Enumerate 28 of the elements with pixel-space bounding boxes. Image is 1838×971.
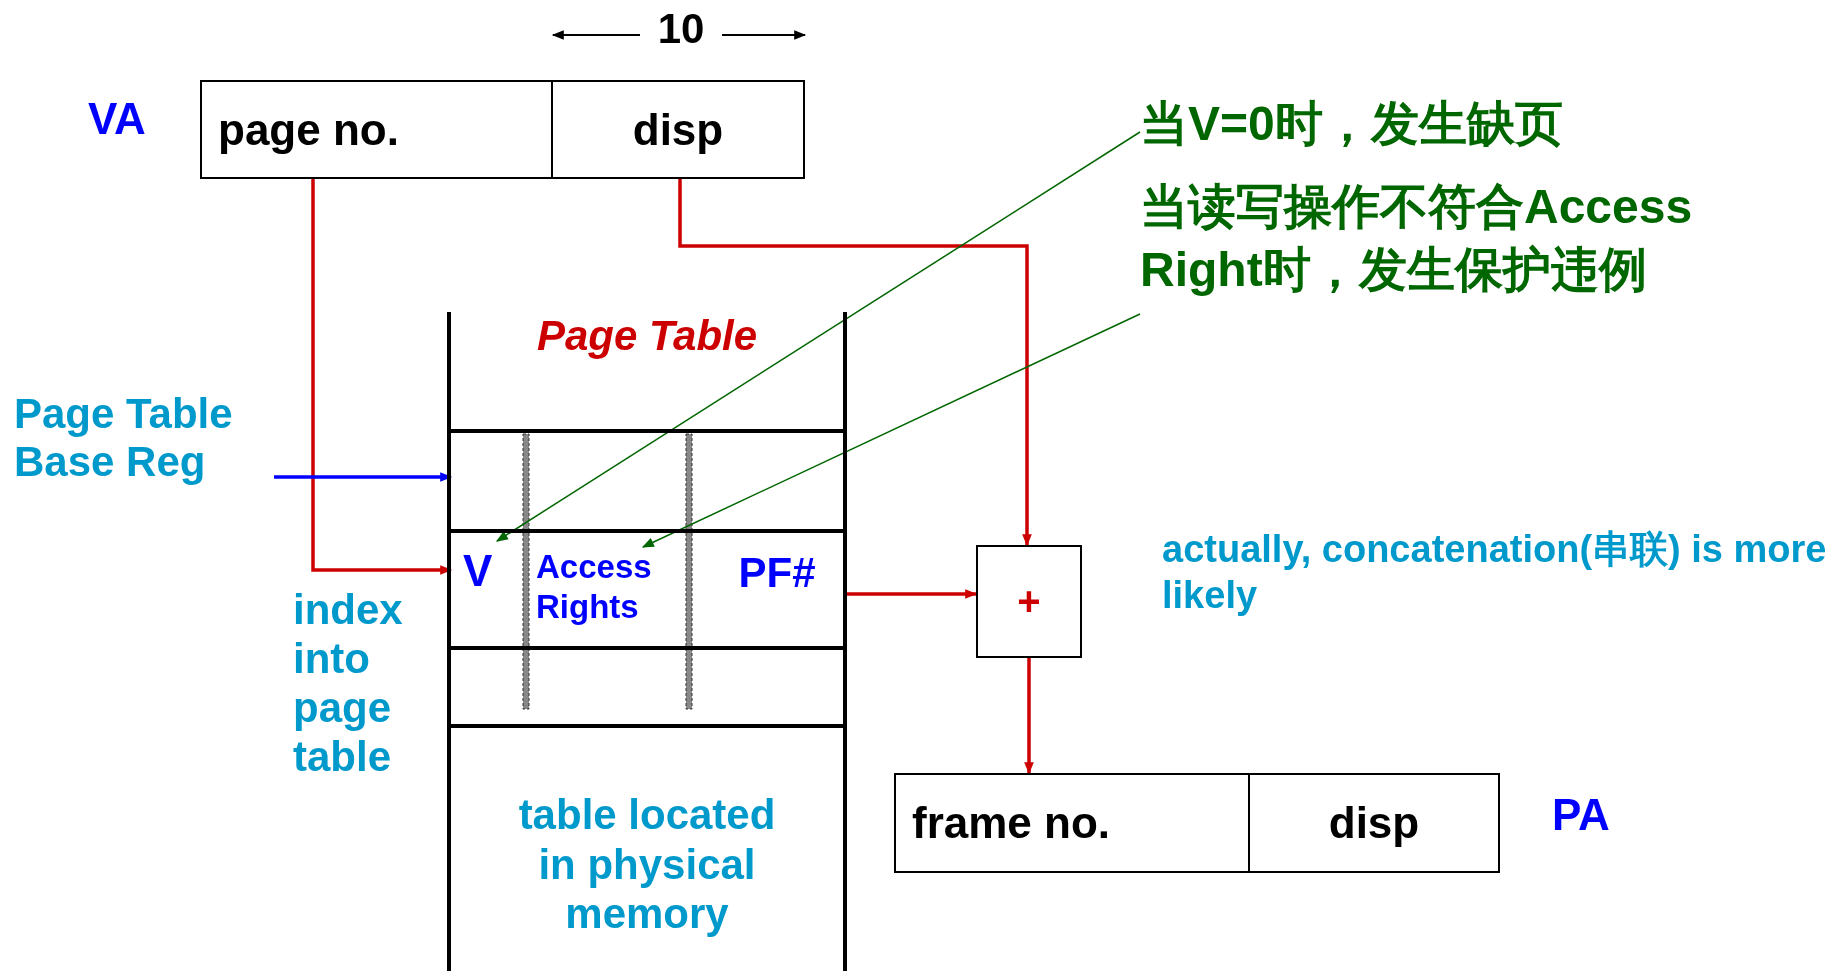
arrow: [678, 179, 1032, 547]
adder-box: [976, 545, 1082, 658]
access-rights-label: Access Rights: [536, 547, 696, 637]
field-label: page no.: [217, 103, 400, 156]
register-label: Page Table Base Reg: [14, 390, 274, 490]
page-table: [447, 312, 847, 971]
field-label: frame no.: [911, 797, 1112, 849]
register-name: VA: [88, 94, 147, 144]
register-field: [200, 80, 553, 179]
annotation-note: 当读写操作不符合Access Right时，发生保护违例: [1140, 175, 1800, 305]
register-field: [894, 773, 1250, 873]
leader-line: [496, 131, 1141, 542]
field-label: disp: [1327, 797, 1421, 849]
valid-bit-label: V: [463, 541, 523, 601]
side-note: actually, concatenation(串联) is more likely: [1162, 527, 1828, 618]
leader-line: [641, 313, 1141, 548]
table-note: table located in physical memory: [517, 790, 777, 939]
plus-sign: +: [1016, 578, 1042, 625]
frame-number-label: PF#: [711, 543, 843, 603]
dimension-value: 10: [656, 5, 706, 53]
arrow: [1024, 658, 1034, 775]
field-label: disp: [631, 103, 725, 156]
table-title: Page Table: [535, 312, 759, 360]
register-field: [1248, 773, 1500, 873]
register-name: PA: [1552, 790, 1611, 840]
annotation-note: 当V=0时，发生缺页: [1140, 92, 1700, 152]
register-field: [551, 80, 805, 179]
side-note: index into page table: [293, 585, 404, 782]
